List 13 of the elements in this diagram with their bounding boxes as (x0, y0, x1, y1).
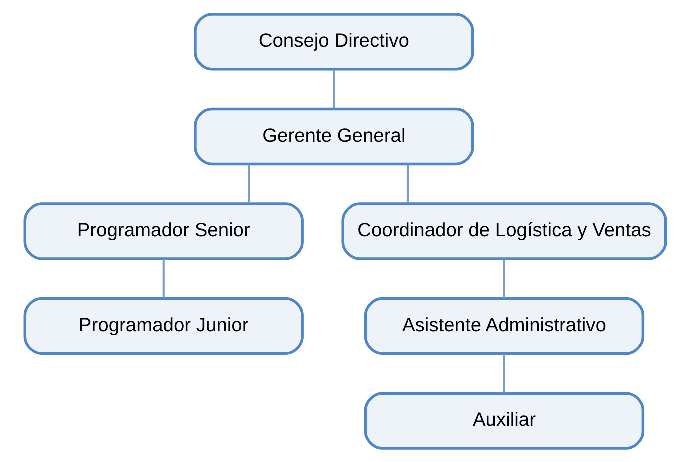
connector (503, 354, 506, 392)
node-box: Coordinador de Logística y Ventas (342, 202, 668, 260)
connector (333, 69, 336, 108)
connector (162, 258, 165, 298)
node-box: Asistente Administrativo (364, 296, 645, 355)
connector (503, 258, 506, 298)
node-box: Consejo Directivo (194, 12, 474, 70)
connector (248, 164, 250, 203)
node-box: Programador Junior (24, 296, 304, 355)
node-box: Auxiliar (364, 392, 645, 450)
node-box: Programador Senior (24, 202, 304, 260)
connector (406, 164, 410, 203)
node-box: Gerente General (194, 107, 474, 166)
